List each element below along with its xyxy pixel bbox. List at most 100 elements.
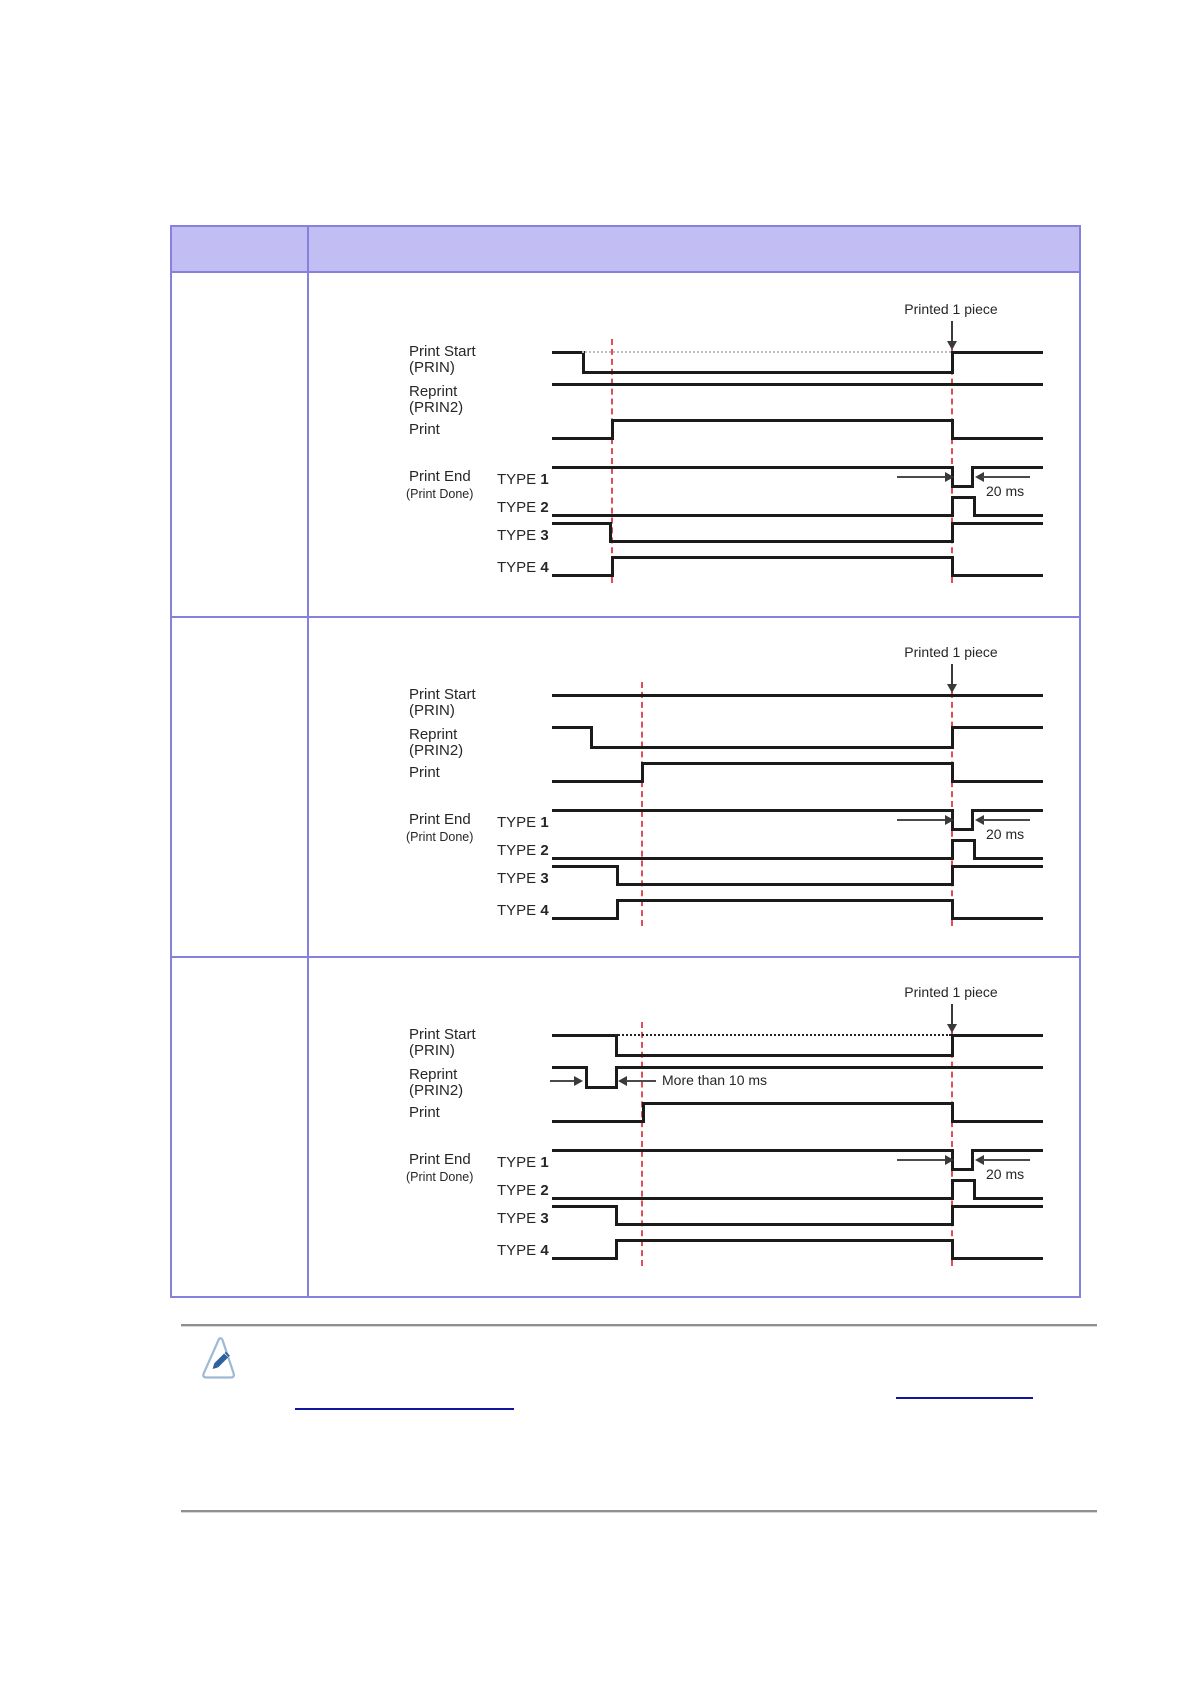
pulse-arrow-left-line bbox=[897, 819, 945, 821]
signal-type2 bbox=[552, 514, 951, 517]
pulse-arrow-left-line bbox=[897, 1159, 945, 1161]
timing-marker-dashed-2 bbox=[951, 1022, 953, 1266]
signal-type1 bbox=[951, 485, 971, 488]
pulse-arrow-left-line bbox=[897, 476, 945, 478]
signal-label: (Print Done) bbox=[406, 487, 474, 501]
signal-type1 bbox=[552, 1149, 951, 1152]
signal-type4 bbox=[552, 917, 616, 920]
signal-print-edge bbox=[611, 419, 614, 440]
timing-marker-dashed-2 bbox=[951, 339, 953, 583]
signal-type1 bbox=[971, 1149, 1043, 1152]
signal-type3-edge bbox=[609, 522, 612, 543]
printed-1-piece-label: Printed 1 piece bbox=[904, 984, 998, 1000]
signal-label: Print Start bbox=[409, 686, 476, 703]
signal-label: Print End bbox=[409, 811, 471, 828]
signal-label: Print bbox=[409, 421, 440, 438]
signal-print bbox=[641, 762, 951, 765]
table-column-divider bbox=[307, 227, 309, 1296]
signal-label: Print End bbox=[409, 1151, 471, 1168]
signal-label: (PRIN2) bbox=[409, 1082, 464, 1099]
signal-print bbox=[552, 1120, 642, 1123]
signal-reprint bbox=[552, 383, 1043, 386]
signal-print-edge bbox=[951, 419, 954, 440]
signal-type4 bbox=[616, 899, 951, 902]
signal-reprint bbox=[590, 746, 951, 749]
signal-type2 bbox=[973, 1197, 1043, 1200]
signal-type2 bbox=[951, 1179, 973, 1182]
signal-label: Print Start bbox=[409, 343, 476, 360]
signal-label: TYPE 2 bbox=[497, 1182, 549, 1199]
signal-print_start bbox=[951, 1034, 1043, 1037]
signal-type1 bbox=[971, 466, 1043, 469]
reprint-arrow-right-line bbox=[626, 1080, 656, 1082]
signal-label: TYPE 4 bbox=[497, 1242, 549, 1259]
signal-reprint bbox=[552, 726, 590, 729]
signal-print bbox=[642, 1102, 951, 1105]
signal-print bbox=[951, 1120, 1043, 1123]
signal-type3 bbox=[552, 1205, 615, 1208]
signal-type2-edge bbox=[973, 496, 976, 517]
signal-type3 bbox=[552, 522, 609, 525]
signal-type2-edge bbox=[951, 496, 954, 517]
pulse-width-label: 20 ms bbox=[986, 1166, 1025, 1182]
printed-arrow-head bbox=[947, 341, 957, 350]
signal-type4-edge bbox=[611, 556, 614, 577]
reference-link-2[interactable] bbox=[295, 1396, 514, 1410]
printed-arrow-head bbox=[947, 684, 957, 693]
signal-print_start bbox=[582, 371, 951, 374]
printed-1-piece-label: Printed 1 piece bbox=[904, 644, 998, 660]
signal-label: (PRIN) bbox=[409, 702, 455, 719]
signal-type3-edge bbox=[616, 865, 619, 886]
signal-type1-edge bbox=[971, 466, 974, 488]
signal-reprint bbox=[585, 1086, 615, 1089]
signal-type2-edge bbox=[951, 1179, 954, 1200]
signal-label: TYPE 4 bbox=[497, 902, 549, 919]
signal-type4 bbox=[951, 917, 1043, 920]
signal-type4-edge bbox=[951, 899, 954, 920]
signal-label: TYPE 3 bbox=[497, 1210, 549, 1227]
signal-label: (PRIN2) bbox=[409, 399, 464, 416]
pulse-arrow-right-line bbox=[982, 819, 1030, 821]
signal-label: Reprint bbox=[409, 726, 458, 743]
signal-print_start bbox=[552, 1034, 615, 1037]
signal-label: (PRIN) bbox=[409, 359, 455, 376]
signal-print-edge bbox=[642, 1102, 645, 1123]
signal-type3 bbox=[609, 540, 951, 543]
signal-label: TYPE 1 bbox=[497, 814, 549, 831]
signal-reprint bbox=[552, 1066, 585, 1069]
signal-type2 bbox=[973, 857, 1043, 860]
signal-label: (PRIN) bbox=[409, 1042, 455, 1059]
signal-reprint-edge bbox=[615, 1066, 618, 1089]
pulse-width-label: 20 ms bbox=[986, 826, 1025, 842]
signal-label: TYPE 3 bbox=[497, 527, 549, 544]
signal-reprint bbox=[951, 726, 1043, 729]
table-row-border-1 bbox=[172, 616, 1079, 618]
reference-link-1[interactable] bbox=[896, 1385, 1033, 1399]
signal-print-edge bbox=[641, 762, 644, 783]
printed-arrow-head bbox=[947, 1024, 957, 1033]
signal-label: Print bbox=[409, 1104, 440, 1121]
signal-label: TYPE 3 bbox=[497, 870, 549, 887]
signal-type4-edge bbox=[616, 899, 619, 920]
horizontal-rule-top bbox=[181, 1324, 1097, 1327]
signal-type4-edge bbox=[951, 556, 954, 577]
signal-print_start-edge bbox=[951, 351, 954, 374]
signal-print bbox=[611, 419, 951, 422]
signal-type4 bbox=[611, 556, 951, 559]
pulse-arrow-right-head bbox=[975, 472, 984, 482]
table-header-cell-2 bbox=[309, 227, 1079, 271]
horizontal-rule-bottom bbox=[181, 1510, 1097, 1513]
signal-label: Print End bbox=[409, 468, 471, 485]
pulse-arrow-left-head bbox=[945, 815, 954, 825]
signal-type4 bbox=[951, 1257, 1043, 1260]
ghost-line-print_start bbox=[615, 1034, 951, 1036]
signal-label: TYPE 2 bbox=[497, 499, 549, 516]
printed-arrow-line bbox=[951, 664, 953, 686]
pulse-arrow-left-head bbox=[945, 1155, 954, 1165]
signal-label: Print bbox=[409, 764, 440, 781]
signal-label: Reprint bbox=[409, 1066, 458, 1083]
signal-type3 bbox=[951, 522, 1043, 525]
signal-print bbox=[951, 780, 1043, 783]
signal-print-edge bbox=[951, 1102, 954, 1123]
